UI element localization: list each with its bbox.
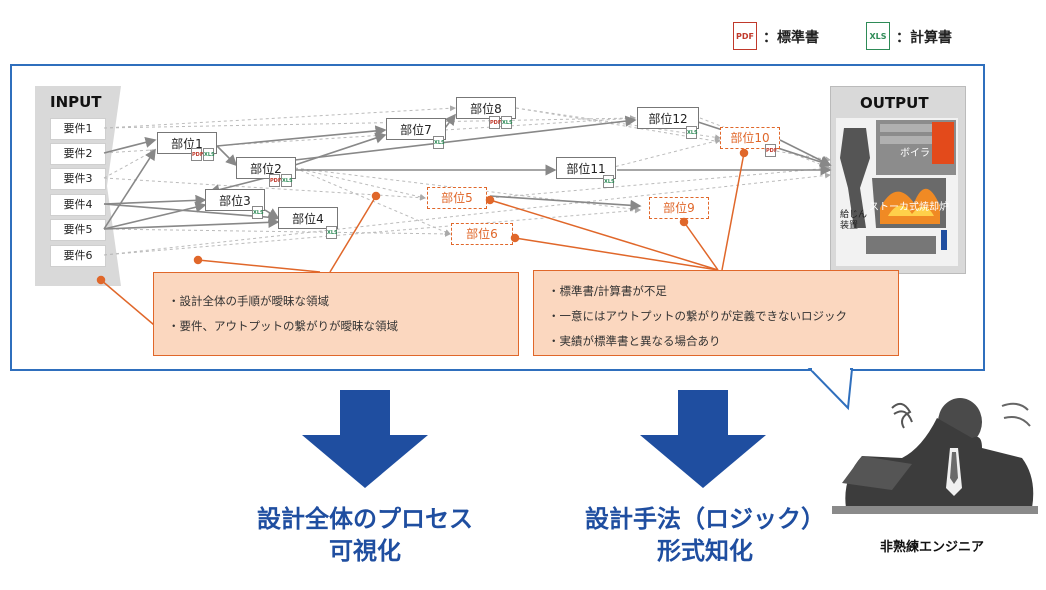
left-issue-2: ・要件、アウトプットの繋がりが曖昧な領域 (168, 319, 398, 333)
pdf-legend-label: ：標準書 (763, 30, 819, 46)
xls-icon: XLS (252, 206, 264, 219)
xls-icon: XLS (326, 226, 338, 239)
left-down-arrow (302, 390, 428, 488)
part-1-node: 部位1 (157, 132, 217, 154)
part-6-node: 部位6 (451, 223, 513, 245)
speech-bubble-tail (807, 368, 854, 411)
xls-icon: XLS (501, 116, 513, 129)
requirement-2: 要件2 (50, 143, 106, 165)
feeder-label-line2: 装置 (840, 221, 859, 231)
incinerator-illustration (836, 118, 958, 266)
requirement-4: 要件4 (50, 194, 106, 216)
feeder-label: 給じん 装置 (840, 210, 867, 232)
output-title: OUTPUT (860, 94, 929, 112)
caption-left-line1: 設計全体のプロセス (257, 505, 473, 533)
troubled-engineer-illustration (832, 398, 1038, 514)
pdf-icon: PDF (191, 148, 203, 161)
xls-legend-icon: XLS (866, 22, 890, 50)
left-issue-note: ・設計全体の手順が曖昧な領域 ・要件、アウトプットの繋がりが曖昧な領域 (153, 272, 519, 356)
boiler-label: ボイラ (900, 148, 930, 159)
part-8-node: 部位8 (456, 97, 516, 119)
xls-icon: XLS (203, 148, 215, 161)
part-5-node: 部位5 (427, 187, 487, 209)
part-12-node: 部位12 (637, 107, 699, 129)
xls-icon: XLS (686, 126, 698, 139)
xls-icon: XLS (433, 136, 445, 149)
input-title: INPUT (50, 93, 102, 111)
xls-legend-label: ：計算書 (896, 30, 952, 46)
part-9-node: 部位9 (649, 197, 709, 219)
stoker-label: ストーカ式焼却炉 (869, 202, 949, 213)
right-issue-note: ・標準書/計算書が不足 ・一意にはアウトプットの繋がりが定義できないロジック ・… (533, 270, 899, 356)
requirement-3: 要件3 (50, 168, 106, 190)
feeder-label-line1: 給じん (840, 210, 868, 220)
part-2-node: 部位2 (236, 157, 296, 179)
pdf-icon: PDF (489, 116, 501, 129)
part-10-node: 部位10 (720, 127, 780, 149)
caption-right-line1: 設計手法（ロジック） (585, 505, 825, 533)
pdf-icon: PDF (765, 144, 777, 157)
logic-formalization-caption: 設計手法（ロジック） 形式知化 (565, 503, 845, 567)
requirement-1: 要件1 (50, 118, 106, 140)
process-visualization-caption: 設計全体のプロセス 可視化 (225, 503, 505, 567)
xls-icon: XLS (281, 174, 293, 187)
part-4-node: 部位4 (278, 207, 338, 229)
right-down-arrow (640, 390, 766, 488)
engineer-label: 非熟練エンジニア (880, 540, 985, 555)
part-7-node: 部位7 (386, 118, 446, 140)
caption-left-line2: 可視化 (329, 537, 401, 565)
requirement-5: 要件5 (50, 219, 106, 241)
caption-right-line2: 形式知化 (657, 537, 753, 565)
right-issue-2: ・一意にはアウトプットの繋がりが定義できないロジック (548, 309, 847, 323)
xls-icon: XLS (603, 175, 615, 188)
part-3-node: 部位3 (205, 189, 265, 211)
requirement-6: 要件6 (50, 245, 106, 267)
right-issue-1: ・標準書/計算書が不足 (548, 284, 667, 298)
part-11-node: 部位11 (556, 157, 616, 179)
left-issue-1: ・設計全体の手順が曖昧な領域 (168, 294, 329, 308)
pdf-legend-icon: PDF (733, 22, 757, 50)
right-issue-3: ・実績が標準書と異なる場合あり (548, 334, 721, 348)
pdf-icon: PDF (269, 174, 281, 187)
